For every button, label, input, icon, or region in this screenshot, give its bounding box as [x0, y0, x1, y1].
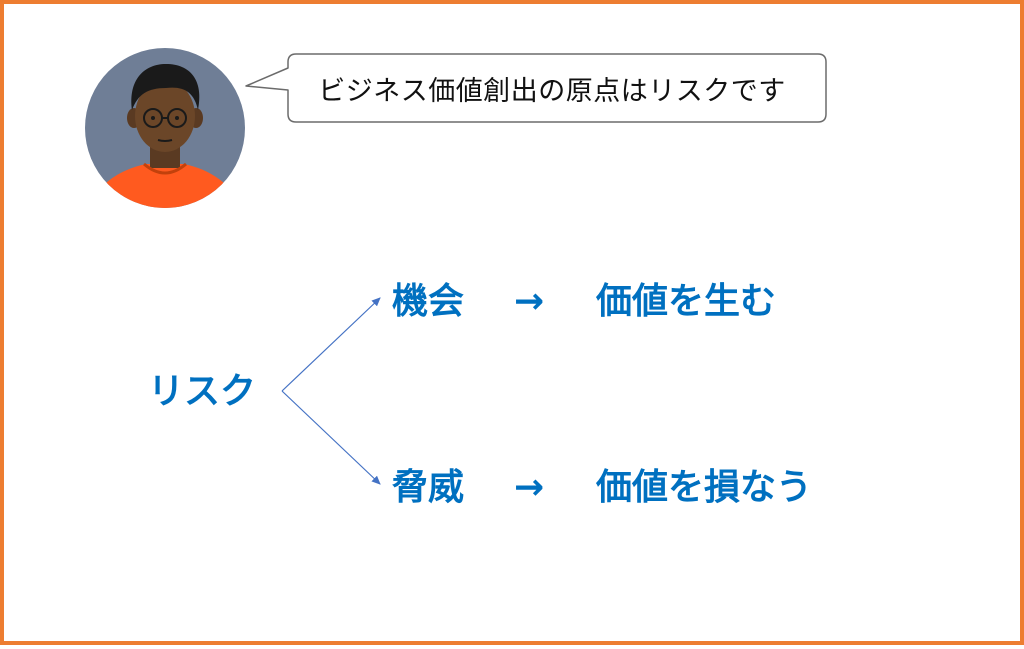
branch-opportunity-label: 機会 [392, 281, 465, 322]
connector-to-threat [281, 390, 381, 485]
root-label: リスク [148, 371, 257, 412]
branch-threat-label: 脅威 [392, 467, 465, 508]
speech-bubble [245, 53, 827, 123]
branch-opportunity-arrow: → [514, 281, 545, 322]
branch-threat-arrow: → [514, 467, 545, 508]
branch-threat-result: 価値を損なう [596, 467, 813, 508]
person-avatar-icon [80, 48, 250, 214]
branch-opportunity-result: 価値を生む [596, 281, 777, 322]
connector-to-opportunity [281, 297, 381, 392]
speech-text: ビジネス価値創出の原点はリスクです [318, 75, 786, 107]
